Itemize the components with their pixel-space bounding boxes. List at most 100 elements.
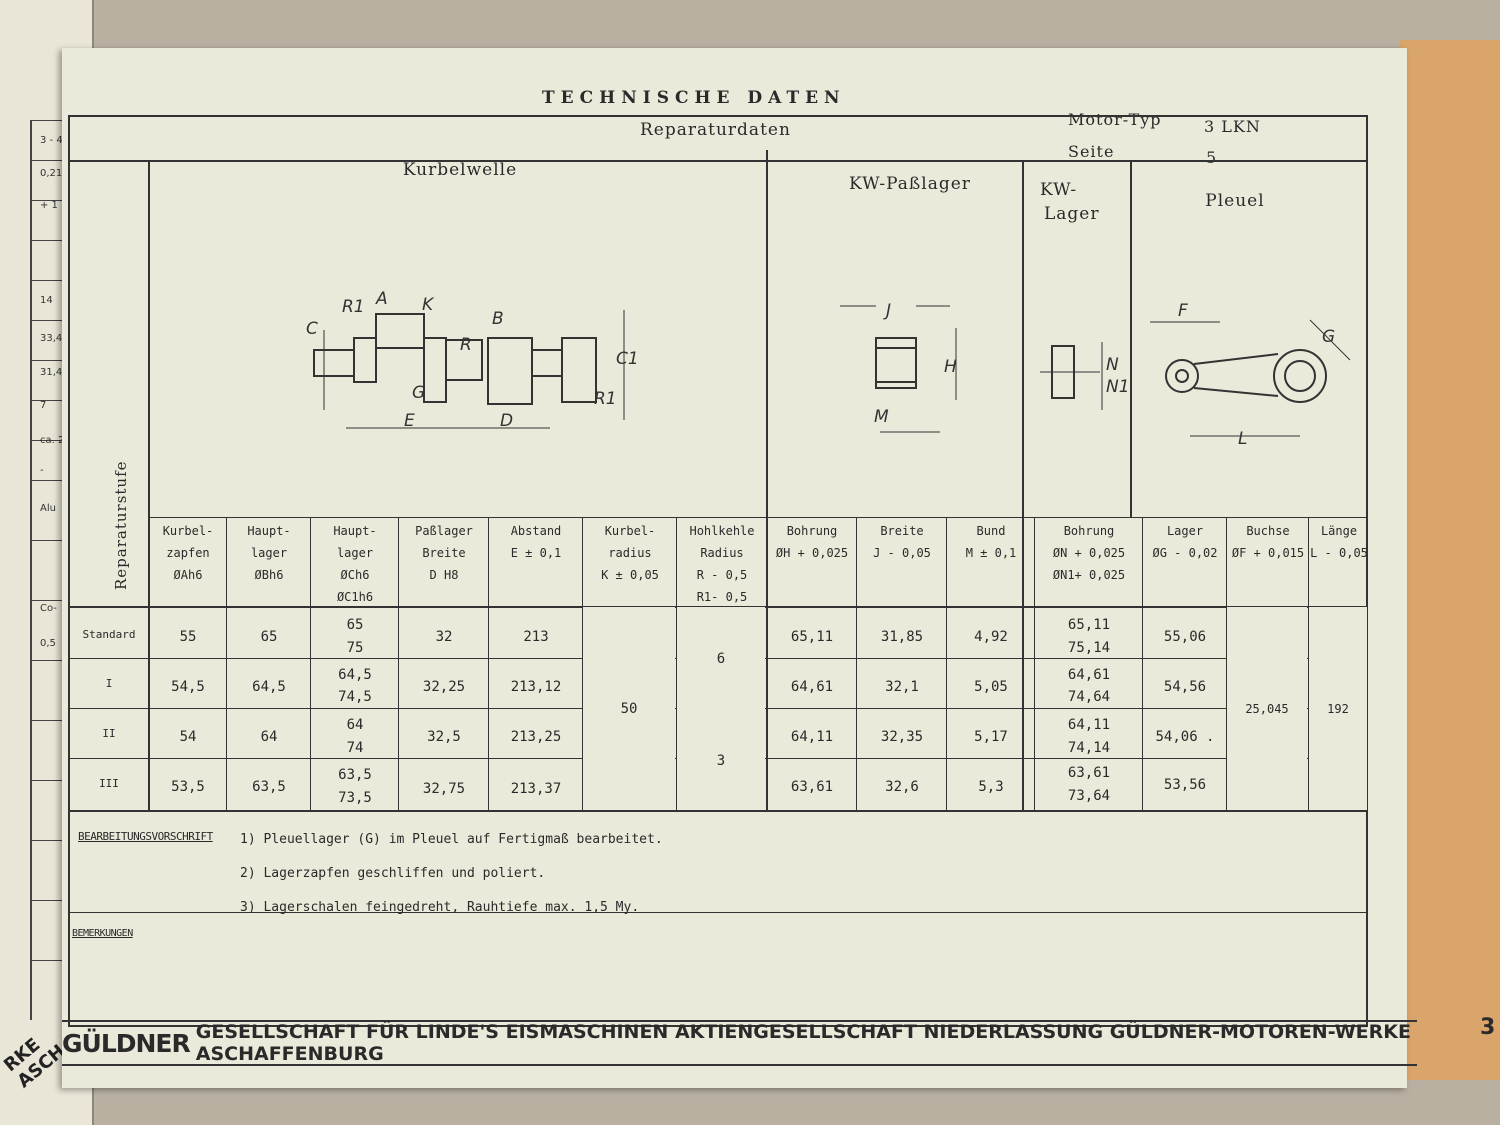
table-cell: 53,56 (1163, 777, 1207, 793)
crank-label: A (375, 289, 388, 309)
row-label-ii: II (102, 727, 116, 740)
table-cell: 64,5 (252, 679, 286, 695)
divider (1034, 517, 1035, 810)
merged-cell-k (583, 607, 675, 810)
crank-label: E (404, 411, 415, 431)
reparaturstufe-label: Reparaturstufe (112, 460, 130, 590)
left-cell: + 1 (40, 200, 58, 211)
divider (766, 150, 768, 810)
crank-label: D (500, 411, 513, 431)
table-cell: 64,11 (1067, 717, 1111, 733)
table-cell: 4,92 (974, 629, 1008, 645)
divider (150, 517, 1368, 518)
left-cell: 33,4 (40, 333, 63, 344)
book-cover (1400, 40, 1500, 1080)
table-cell: 213,37 (510, 781, 562, 797)
crank-label: R1 (594, 389, 617, 409)
table-cell: 63,61 (1067, 765, 1111, 781)
table-cell: 32,6 (885, 779, 919, 795)
divider (676, 517, 677, 810)
table-cell: 74,14 (1067, 740, 1111, 756)
crank-label: C (306, 319, 318, 339)
crank-label: R (460, 335, 472, 355)
bearing-label: J (883, 301, 891, 321)
table-cell: 5,17 (974, 729, 1008, 745)
table-cell: 64 (346, 717, 364, 733)
left-cell: 3 - 4 (40, 135, 63, 146)
table-cell: 32,1 (885, 679, 919, 695)
table-cell: 64,5 (338, 667, 372, 683)
note-item: 3) Lagerschalen feingedreht, Rauhtiefe m… (240, 900, 640, 915)
table-cell: 63,5 (338, 767, 372, 783)
table-cell: 5,3 (978, 779, 1004, 795)
table-cell: 74,64 (1067, 689, 1111, 705)
table-cell: 32 (435, 629, 453, 645)
table-cell: 54,06 . (1155, 729, 1215, 745)
left-cell: 7 (40, 400, 47, 411)
divider (1308, 517, 1309, 810)
table-cell: 64,61 (790, 679, 834, 695)
rod-label: F (1178, 301, 1188, 321)
table-cell: 63,61 (790, 779, 834, 795)
section-pleuel: Pleuel (1205, 191, 1265, 211)
table-cell: 32,35 (880, 729, 924, 745)
table-cell: 53,5 (171, 779, 205, 795)
divider (1142, 517, 1143, 810)
divider (488, 517, 489, 810)
table-cell: 65,11 (790, 629, 834, 645)
crank-label: K (422, 295, 435, 315)
table-cell: 25,045 (1245, 702, 1289, 716)
remarks-heading: BEMERKUNGEN (72, 928, 133, 939)
table-cell: 65,11 (1067, 617, 1111, 633)
table-cell: 64,11 (790, 729, 834, 745)
motor-type-label: Motor-Typ (1068, 110, 1162, 129)
divider (226, 517, 227, 810)
table-cell: 213,12 (510, 679, 562, 695)
page-label: Seite (1068, 142, 1115, 161)
page-number: 3 (1480, 1015, 1496, 1040)
left-cell: ca. 20 (40, 435, 71, 446)
kw-lager-label: N (1106, 355, 1119, 375)
divider (68, 810, 1368, 812)
table-cell: 75 (346, 640, 364, 656)
company-name: GESELLSCHAFT FÜR LINDE'S EISMASCHINEN AK… (195, 1021, 1411, 1065)
section-kurbelwelle: Kurbelwelle (402, 160, 518, 180)
notes-heading: BEARBEITUNGSVORSCHRIFT (78, 830, 213, 843)
table-cell: 50 (620, 701, 638, 717)
divider (856, 517, 857, 810)
table-cell: 63,5 (252, 779, 286, 795)
table-cell: 32,25 (422, 679, 466, 695)
divider (1022, 160, 1024, 810)
divider (1130, 160, 1132, 517)
left-cell: - (40, 465, 44, 476)
motor-type-value: 3 LKN (1204, 117, 1261, 136)
table-cell: 31,85 (880, 629, 924, 645)
left-cell: 0,5 (40, 638, 56, 649)
merged-cell-l (1309, 607, 1367, 810)
left-cell: 31,4 (40, 367, 63, 378)
divider (398, 517, 399, 810)
crank-label: G (412, 383, 425, 403)
table-cell: 54,5 (171, 679, 205, 695)
divider (582, 517, 583, 810)
page-value: 5 (1206, 148, 1218, 167)
connecting-rod-diagram: F G L (1150, 301, 1351, 449)
table-cell: 65 (260, 629, 278, 645)
table-cell: 64 (260, 729, 278, 745)
section-kw-passlager: KW-Paßlager (849, 174, 971, 194)
table-cell: 65 (346, 617, 364, 633)
kw-lager-diagram: N N1 (1040, 342, 1130, 410)
table-cell: 73,64 (1067, 788, 1111, 804)
table-cell: 32,5 (427, 729, 461, 745)
left-cell: 0,21 (40, 168, 63, 179)
